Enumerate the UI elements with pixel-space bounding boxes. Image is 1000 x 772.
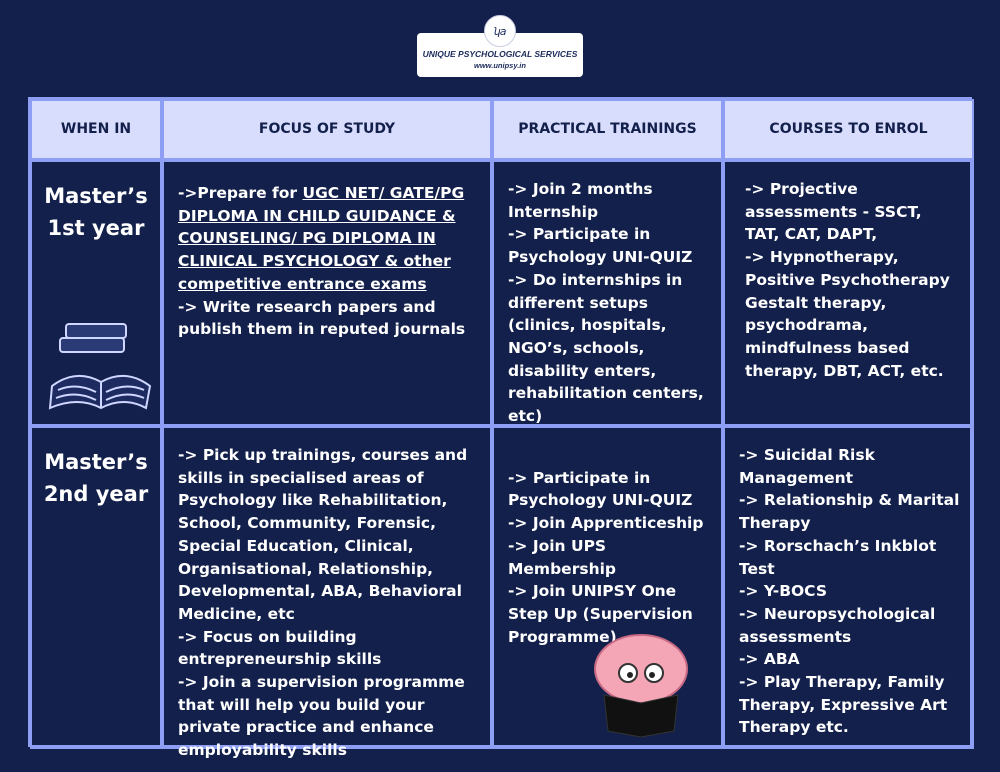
header-focus: FOCUS OF STUDY [162,99,492,160]
study-table: WHEN IN FOCUS OF STUDY PRACTICAL TRAININ… [28,97,974,759]
logo-seal: ʮa [484,15,516,47]
row1-when: Master’s 1st year [30,160,162,426]
row1-focus-prefix: ->Prepare for [178,184,303,202]
row2-trainings-text: -> Participate in Psychology UNI-QUIZ ->… [508,468,704,646]
header-when: WHEN IN [30,99,162,160]
row1-focus-rest: -> Write research papers and publish the… [178,297,466,339]
row2-focus: -> Pick up trainings, courses and skills… [162,426,492,759]
logo-url: www.unipsy.in [474,61,526,70]
row2-trainings: -> Participate in Psychology UNI-QUIZ ->… [492,426,723,749]
header-courses: COURSES TO ENROL [723,99,974,160]
brain-reading-icon [594,634,688,738]
row1-focus-exams-link[interactable]: UGC NET/ GATE/PG DIPLOMA IN CHILD GUIDAN… [178,184,465,293]
row1-focus: ->Prepare for UGC NET/ GATE/PG DIPLOMA I… [162,160,492,426]
header-trainings: PRACTICAL TRAININGS [492,99,723,160]
row2-when-label: Master’s 2nd year [43,450,149,506]
row1-when-label: Master’s 1st year [44,184,148,240]
row1-courses: -> Projective assessments - SSCT, TAT, C… [723,160,974,426]
books-icon [48,323,152,410]
row2-when: Master’s 2nd year [30,426,162,749]
logo-name: UNIQUE PSYCHOLOGICAL SERVICES [422,49,578,59]
row2-courses: -> Suicidal Risk Management -> Relations… [723,426,974,749]
row1-trainings: -> Join 2 months Internship -> Participa… [492,160,723,426]
